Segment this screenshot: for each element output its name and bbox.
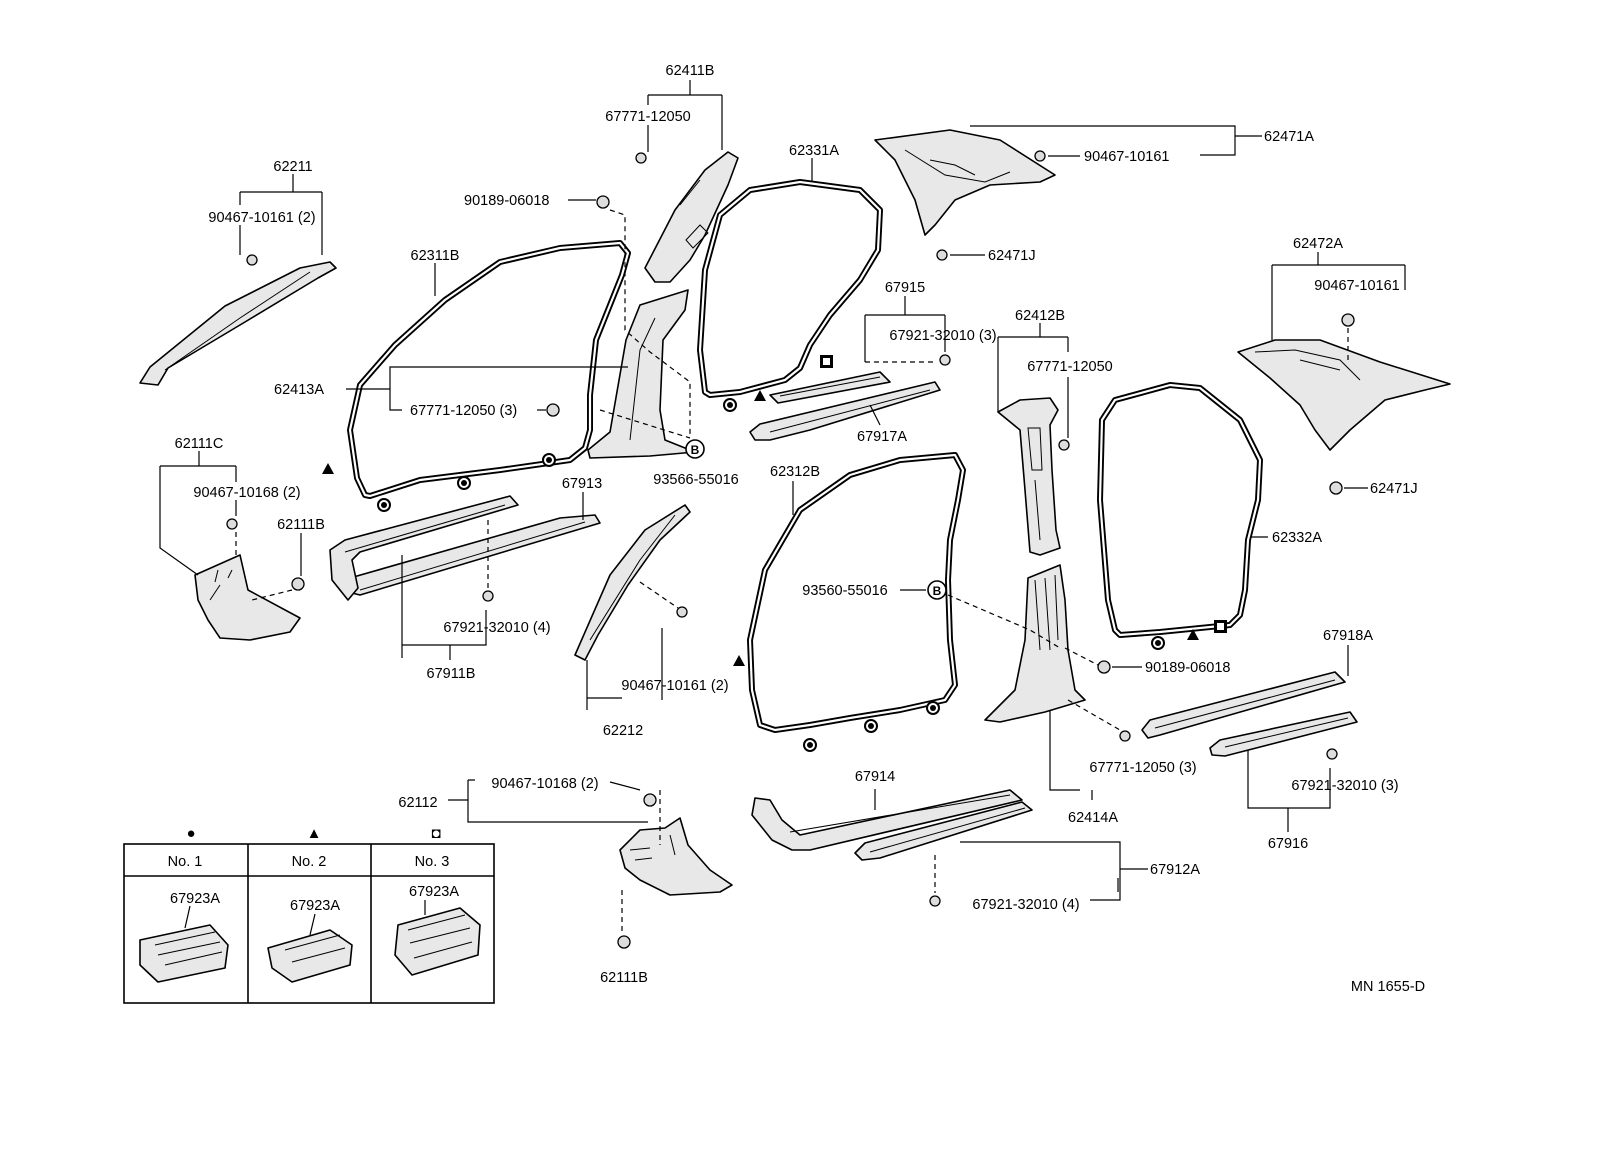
- label-62472A: 62472A: [1293, 236, 1343, 252]
- label-62413A: 62413A: [274, 382, 324, 398]
- label-93560-55016: 93560-55016: [802, 583, 887, 599]
- label-62414A: 62414A: [1068, 810, 1118, 826]
- clip-no3-icon: [394, 907, 481, 976]
- cowl-side-trim-62111C: [194, 554, 301, 641]
- label-67911B: 67911B: [427, 666, 476, 682]
- scuff-plate-67918A: [1141, 671, 1346, 739]
- legend-header-no3: No. 3: [415, 854, 450, 870]
- label-67917A: 67917A: [857, 429, 907, 445]
- label-67915: 67915: [885, 280, 925, 296]
- label-67771-12050-3b: 67771-12050 (3): [1089, 760, 1196, 776]
- legend-part-3: 67923A: [409, 884, 459, 900]
- label-62312B: 62312B: [770, 464, 820, 480]
- roof-side-garnish-62472A: [1237, 339, 1451, 451]
- label-90467-10161-rb: 90467-10161: [1314, 278, 1399, 294]
- label-90189-06018-a: 90189-06018: [464, 193, 549, 209]
- clip-location-markers: B B: [322, 355, 1227, 752]
- label-67921-32010-4a: 67921-32010 (4): [443, 620, 550, 636]
- scuff-plate-67914: [751, 789, 1023, 851]
- quarter-pillar-upper-garnish-62412B: [997, 397, 1061, 556]
- fasteners: [226, 150, 1355, 949]
- back-door-opening-trim-62332A: [1097, 382, 1263, 638]
- leader-lines: [159, 80, 1406, 932]
- legend-part-2: 67923A: [290, 898, 340, 914]
- part-number-labels: 62411B 67771-12050 62331A 62471A 90467-1…: [175, 63, 1425, 995]
- quarter-pillar-lower-garnish-62414A: [984, 564, 1086, 723]
- label-62331A: 62331A: [789, 143, 839, 159]
- label-62471A: 62471A: [1264, 129, 1314, 145]
- label-62471J-a: 62471J: [988, 248, 1036, 264]
- label-67921-32010-3a: 67921-32010 (3): [889, 328, 996, 344]
- label-90467-10161-2-a: 90467-10161 (2): [208, 210, 315, 226]
- label-67771-12050-3a: 67771-12050 (3): [410, 403, 517, 419]
- front-pillar-garnish-62211: [139, 261, 337, 386]
- label-62111B-b: 62111B: [600, 970, 648, 986]
- label-62111B-a: 62111B: [277, 517, 325, 533]
- clip-no1-icon: [139, 924, 229, 983]
- svg-text:B: B: [691, 443, 700, 457]
- diagram-code: MN 1655-D: [1351, 979, 1425, 995]
- front-door-opening-trim-62311B: [347, 240, 631, 499]
- label-62311B: 62311B: [411, 248, 460, 264]
- label-90467-10168-2-b: 90467-10168 (2): [491, 776, 598, 792]
- label-67916: 67916: [1268, 836, 1308, 852]
- clip-legend-table: ● ▲ ◘ No. 1 No. 2 No. 3 67923A 67923A 67…: [123, 825, 495, 1004]
- roof-side-garnish-62471A: [874, 129, 1056, 236]
- label-67921-32010-3b: 67921-32010 (3): [1291, 778, 1398, 794]
- label-62111C: 62111C: [175, 436, 224, 452]
- label-67771-12050-top: 67771-12050: [605, 109, 690, 125]
- scuff-plate-67913: [339, 514, 601, 596]
- front-pillar-garnish-62212: [574, 504, 691, 661]
- label-67914: 67914: [855, 769, 895, 785]
- center-pillar-lower-garnish-62413A: [587, 289, 696, 459]
- label-67918A: 67918A: [1323, 628, 1373, 644]
- label-62112: 62112: [398, 795, 437, 811]
- label-62411B: 62411B: [666, 63, 715, 79]
- cowl-side-trim-62112: [619, 817, 733, 896]
- svg-text:B: B: [933, 584, 942, 598]
- clip-no2-icon: [267, 929, 353, 983]
- label-90189-06018-b: 90189-06018: [1145, 660, 1230, 676]
- label-67912A: 67912A: [1150, 862, 1200, 878]
- legend-part-1: 67923A: [170, 891, 220, 907]
- label-67913: 67913: [562, 476, 602, 492]
- legend-header-no1: No. 1: [168, 854, 203, 870]
- legend-symbol-2: ▲: [307, 825, 322, 842]
- scuff-plate-67915: [769, 371, 891, 404]
- label-90467-10161-ra: 90467-10161: [1084, 149, 1169, 165]
- label-67921-32010-4b: 67921-32010 (4): [972, 897, 1079, 913]
- legend-header-no2: No. 2: [292, 854, 327, 870]
- label-90467-10161-2-b: 90467-10161 (2): [621, 678, 728, 694]
- label-62211: 62211: [273, 159, 312, 175]
- label-62412B: 62412B: [1015, 308, 1065, 324]
- scuff-plate-67917A: [749, 381, 941, 441]
- label-62212: 62212: [603, 723, 643, 739]
- label-62471J-b: 62471J: [1370, 481, 1418, 497]
- scuff-plate-67916: [1209, 711, 1358, 757]
- label-93566-55016: 93566-55016: [653, 472, 738, 488]
- label-62332A: 62332A: [1272, 530, 1322, 546]
- label-90467-10168-2-a: 90467-10168 (2): [193, 485, 300, 501]
- center-pillar-upper-garnish-62411B: [644, 151, 739, 283]
- legend-symbol-1: ●: [186, 825, 195, 842]
- label-67771-12050-mid: 67771-12050: [1027, 359, 1112, 375]
- legend-symbol-3: ◘: [431, 825, 440, 842]
